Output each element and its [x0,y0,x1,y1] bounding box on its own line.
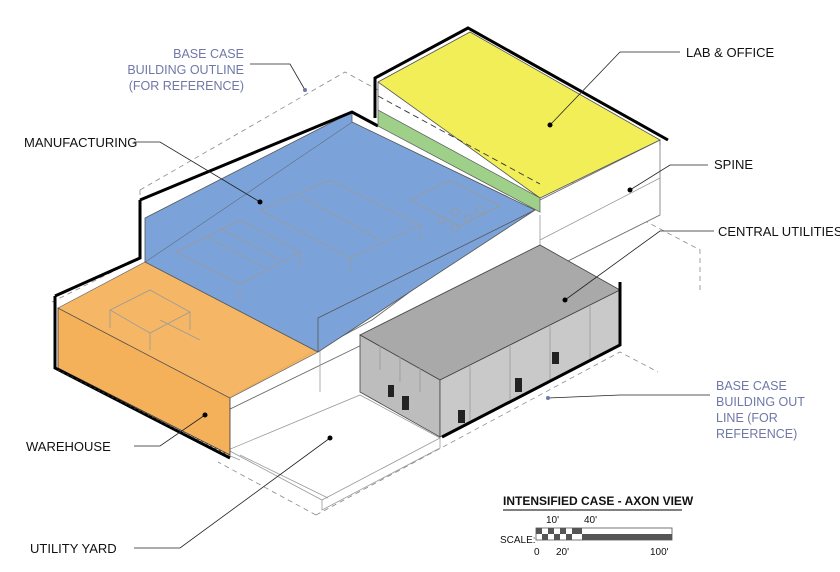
base-case-note-top-line-2: BUILDING OUTLINE [127,63,244,77]
door-icon [388,385,394,397]
label-central-utilities: CENTRAL UTILITIES [718,224,840,239]
base-case-note-top-line-3: (FOR REFERENCE) [129,79,244,93]
label-lab-office: LAB & OFFICE [686,45,774,60]
base-case-note-right-line-3: LINE (FOR [716,411,778,425]
central-utilities-block [359,244,622,439]
utility-yard [227,394,441,511]
diagram-title: INTENSIFIED CASE - AXON VIEW [503,494,694,508]
manufacturing-block [54,110,536,353]
base-case-note-right-line-1: BASE CASE [716,379,787,393]
spine-mass [227,139,661,461]
door-icon [402,396,409,410]
scale-tick-0: 0 [534,547,540,558]
base-case-note-right-line-4: REFERENCE) [716,427,797,441]
scale-label: SCALE: [500,535,536,546]
scale-tick-20: 20' [556,547,569,558]
door-icon [515,378,522,392]
scale-bar [535,527,673,541]
scale-tick-40: 40' [584,515,597,526]
lab-office-roof [377,31,661,199]
door-icon [458,410,465,423]
spine-strip [377,109,541,213]
base-case-note-right-line-2: BUILDING OUT [716,395,805,409]
label-spine: SPINE [714,157,753,172]
title-block: INTENSIFIED CASE - AXON VIEW 10' 40' SCA… [500,494,694,558]
scale-tick-10: 10' [546,515,559,526]
leader-lines [134,51,714,549]
scale-tick-100: 100' [650,547,669,558]
label-warehouse: WAREHOUSE [26,439,111,454]
label-manufacturing: MANUFACTURING [24,135,137,150]
label-utility-yard: UTILITY YARD [30,541,117,556]
lab-office-block [373,26,669,213]
base-case-note-top-line-1: BASE CASE [173,47,244,61]
door-icon [552,352,559,364]
